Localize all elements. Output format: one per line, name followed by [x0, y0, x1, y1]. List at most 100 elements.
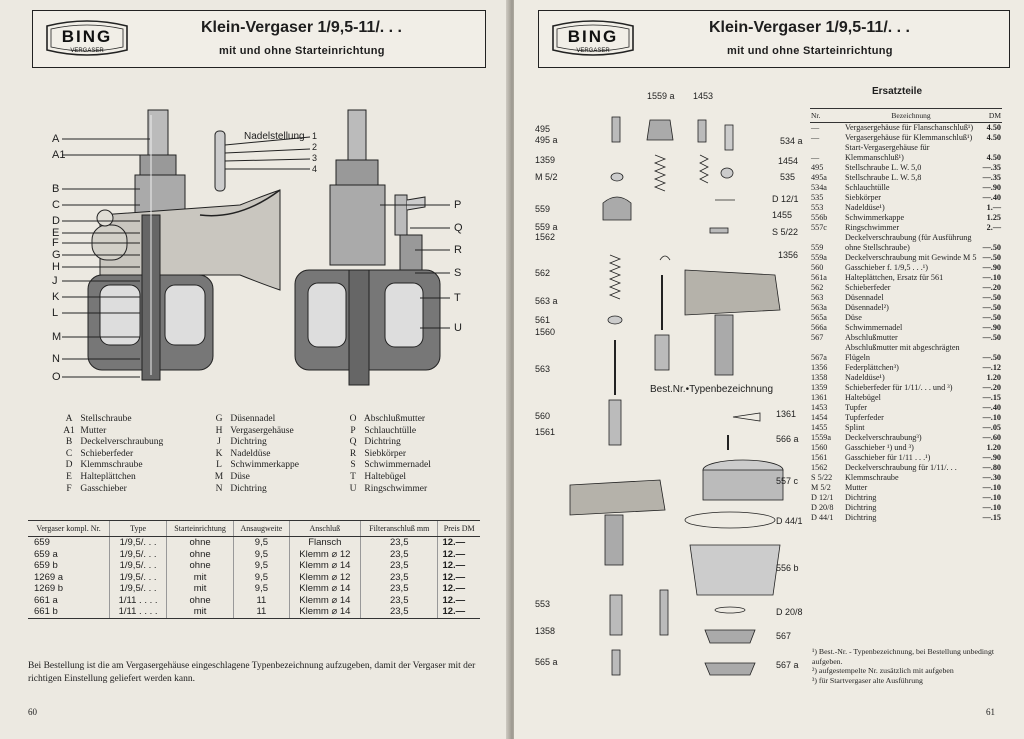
- table-cell: —.40: [982, 403, 1001, 412]
- table-header-row: Vergaser kompl. Nr. Type Starteinrichtun…: [28, 520, 480, 537]
- table-cell: Klemm ⌀ 14: [288, 606, 361, 619]
- part-label: 495 a: [535, 135, 558, 145]
- table-cell: Halteplättchen, Ersatz für 561: [845, 273, 944, 282]
- legend-item: P Schlauchtülle: [350, 425, 417, 436]
- part-label: 561: [535, 315, 551, 325]
- legend-item: J Dichtring: [217, 437, 267, 448]
- legend-item: A1 Mutter: [63, 425, 107, 436]
- part-label: 566 a: [776, 434, 799, 444]
- bing-logo: BING VERGASER: [552, 20, 634, 56]
- part-label: 567 a: [776, 660, 799, 670]
- legend-item: H Vergasergehäuse: [215, 425, 294, 436]
- legend-item: U Ringschwimmer: [349, 483, 428, 494]
- legend-item: R Siebkörper: [349, 448, 407, 459]
- parts-row: —Start-Vergasergehäuse für Klemmanschluß…: [810, 143, 1002, 163]
- table-cell: D 12/1: [811, 493, 834, 502]
- table-cell: Klemm ⌀ 12: [288, 571, 361, 583]
- part-label: 1562: [535, 232, 556, 242]
- column-header: Vergaser kompl. Nr.: [28, 520, 110, 537]
- needle-position-2: 2: [312, 142, 318, 152]
- exploded-parts-diagram: [569, 116, 784, 676]
- table-cell: 1/11 . . . .: [109, 594, 167, 606]
- legend-item: L Schwimmerkappe: [216, 460, 299, 471]
- table-cell: Schwimmerkappe: [845, 213, 905, 222]
- column-header: Preis DM: [437, 520, 480, 537]
- legend-item: E Halteplättchen: [66, 471, 136, 482]
- table-cell: 11: [233, 606, 290, 619]
- diagram-label-l: L: [52, 307, 59, 319]
- table-cell: 1/11 . . . .: [109, 606, 167, 619]
- diagram-label-f: F: [52, 237, 59, 249]
- table-cell: 12.—: [437, 583, 480, 595]
- table-cell: 1560: [811, 443, 828, 452]
- table-cell: ohne: [166, 594, 234, 606]
- table-cell: ohne: [166, 536, 234, 549]
- right-header: BING VERGASER Klein-Vergaser 1/9,5-11/. …: [538, 10, 1010, 68]
- parts-row: —Vergasergehäuse für Klemmanschluß¹)4.50: [810, 133, 1002, 143]
- table-cell: —.35: [982, 163, 1001, 172]
- diagram-label-a: A: [52, 133, 60, 145]
- table-cell: 557c: [811, 223, 827, 232]
- table-cell: 1.20: [986, 443, 1001, 452]
- legend-item: O Abschlußmutter: [349, 414, 426, 424]
- legend-item: G Düsennadel: [215, 414, 276, 424]
- table-cell: Dichtring: [845, 493, 877, 502]
- part-label: 1561: [535, 427, 556, 437]
- table-cell: 559: [811, 243, 824, 252]
- part-label: 1560: [535, 327, 556, 337]
- table-cell: Mutter: [845, 483, 868, 492]
- table-cell: Tupfer: [845, 403, 867, 412]
- column-header: Bezeichnung: [844, 108, 978, 123]
- table-cell: 12.—: [437, 548, 480, 560]
- page-number: 60: [28, 707, 37, 717]
- part-label: 534 a: [780, 136, 803, 146]
- part-label: D 12/1: [772, 194, 799, 204]
- table-cell: mit: [166, 606, 234, 619]
- diagram-label-k: K: [52, 291, 60, 303]
- part-label: 1356: [778, 250, 799, 260]
- table-cell: Gasschieber f. 1/9,5 . . .¹): [845, 263, 928, 272]
- table-cell: —.10: [982, 413, 1001, 422]
- diagram-label-t: T: [454, 292, 461, 304]
- table-cell: 1359: [811, 383, 828, 392]
- table-cell: Schlauchtülle: [845, 183, 890, 192]
- table-cell: Nadeldüse¹): [845, 373, 885, 382]
- table-cell: Dichtring: [845, 513, 877, 522]
- table-cell: 1.—: [986, 203, 1001, 212]
- part-label: 562: [535, 268, 551, 278]
- table-cell: 1559a: [811, 433, 832, 442]
- table-cell: 23,5: [360, 606, 438, 619]
- parts-row: —Vergasergehäuse für Flanschanschluß¹)4.…: [810, 123, 1002, 134]
- table-cell: 23,5: [360, 594, 438, 606]
- part-label: 1454: [778, 156, 799, 166]
- table-cell: ohne: [166, 560, 234, 572]
- table-cell: Schieberfeder für 1/11/. . . und ³): [845, 383, 953, 392]
- page-subtitle: mit und ohne Starteinrichtung: [727, 45, 893, 57]
- column-header: Ansaugweite: [233, 520, 290, 537]
- table-cell: —.50: [982, 313, 1001, 322]
- table-cell: Klemm ⌀ 14: [288, 594, 361, 606]
- table-cell: —.90: [982, 323, 1001, 332]
- table-cell: —: [811, 123, 820, 132]
- table-cell: 23,5: [360, 536, 438, 549]
- table-cell: —.80: [982, 463, 1001, 472]
- column-header: Anschluß: [288, 520, 361, 537]
- part-label: D 20/8: [776, 607, 803, 617]
- table-cell: 562: [811, 283, 824, 292]
- page-title: Klein-Vergaser 1/9,5-11/. . .: [709, 19, 910, 36]
